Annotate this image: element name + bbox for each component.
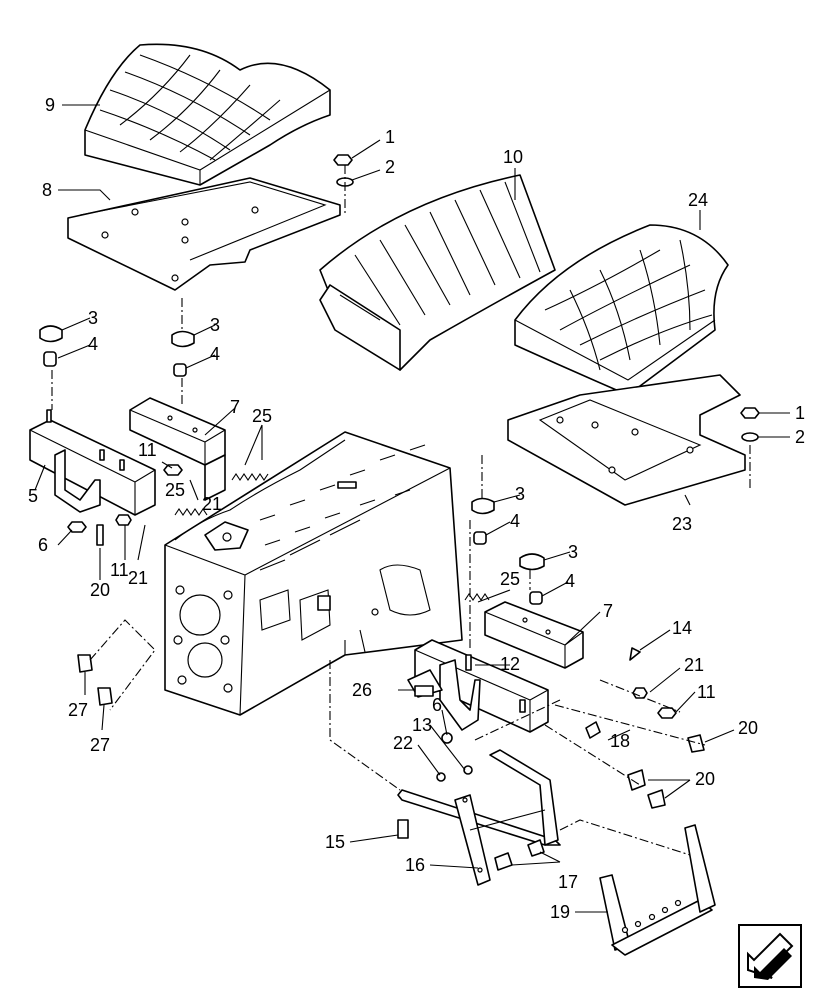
callout-17: 17 — [558, 872, 578, 892]
callout-14: 14 — [672, 618, 692, 638]
callout-21: 21 — [202, 494, 222, 514]
alignment-lines — [51, 165, 751, 856]
bracket-16 — [397, 749, 561, 886]
callout-19: 19 — [550, 902, 570, 922]
callout-4: 4 — [565, 571, 575, 591]
callout-3: 3 — [568, 542, 578, 562]
callout-26: 26 — [352, 680, 372, 700]
callout-20: 20 — [90, 580, 110, 600]
callout-12: 12 — [500, 654, 520, 674]
bracket-upper-left — [129, 397, 226, 501]
callout-23: 23 — [672, 514, 692, 534]
seat-cushion-left — [84, 43, 331, 186]
callout-11: 11 — [138, 440, 157, 460]
callout-7: 7 — [230, 397, 240, 417]
callout-4: 4 — [210, 344, 220, 364]
callout-3: 3 — [515, 484, 525, 504]
callout-4: 4 — [510, 511, 520, 531]
callout-27: 27 — [68, 700, 88, 720]
callout-24: 24 — [688, 190, 708, 210]
callout-7: 7 — [603, 601, 613, 621]
callout-20: 20 — [695, 769, 715, 789]
next-page-arrow-icon — [747, 932, 794, 980]
callout-10: 10 — [503, 147, 523, 167]
callout-labels: 9 8 1 2 10 24 1 2 23 3 4 3 4 7 25 11 25 … — [28, 95, 805, 922]
callout-21: 21 — [128, 568, 148, 588]
callout-4: 4 — [88, 334, 98, 354]
callout-6: 6 — [38, 535, 48, 555]
callout-25: 25 — [252, 406, 272, 426]
hardware-parts — [39, 154, 760, 871]
callout-1: 1 — [385, 127, 395, 147]
callout-5: 5 — [28, 486, 38, 506]
transmission-housing — [164, 431, 463, 716]
bracket-19 — [599, 824, 716, 956]
callout-3: 3 — [210, 315, 220, 335]
callout-15: 15 — [325, 832, 345, 852]
seat-cushion-right — [514, 224, 729, 396]
callout-13: 13 — [412, 715, 432, 735]
callout-27: 27 — [90, 735, 110, 755]
callout-18: 18 — [610, 731, 630, 751]
callout-11: 11 — [697, 682, 716, 702]
next-page-button[interactable] — [738, 924, 802, 988]
callout-22: 22 — [393, 733, 413, 753]
callout-9: 9 — [45, 95, 55, 115]
callout-25: 25 — [165, 480, 185, 500]
seat-pan-right — [507, 374, 746, 506]
callout-2: 2 — [795, 427, 805, 447]
callout-25: 25 — [500, 569, 520, 589]
leader-lines — [34, 104, 790, 913]
callout-11: 11 — [110, 560, 129, 580]
callout-21: 21 — [684, 655, 704, 675]
callout-6: 6 — [432, 695, 442, 715]
fender-cover — [319, 174, 556, 371]
callout-16: 16 — [405, 855, 425, 875]
callout-3: 3 — [88, 308, 98, 328]
callout-20: 20 — [738, 718, 758, 738]
callout-8: 8 — [42, 180, 52, 200]
bracket-left — [29, 409, 156, 516]
callout-2: 2 — [385, 157, 395, 177]
callout-1: 1 — [795, 403, 805, 423]
seat-pan-left — [67, 177, 341, 291]
